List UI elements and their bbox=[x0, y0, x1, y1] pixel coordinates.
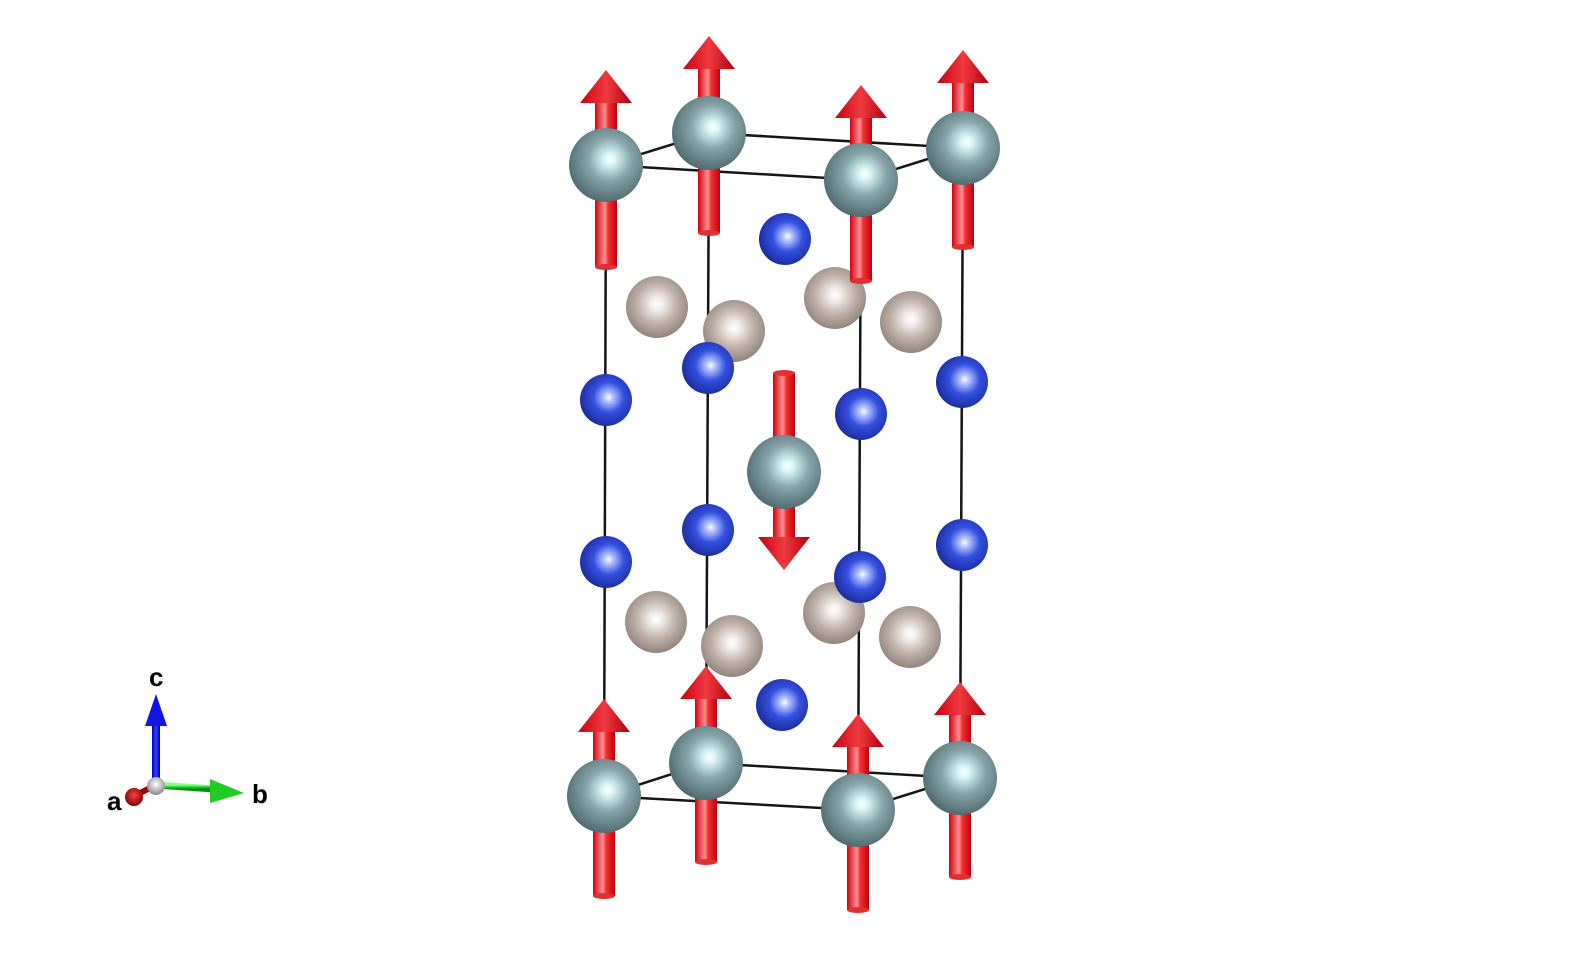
spin-arrowhead-icon bbox=[578, 699, 630, 732]
blue-atom bbox=[580, 536, 632, 588]
axis-label-a: a bbox=[107, 786, 122, 816]
spin-up-site bbox=[669, 666, 743, 865]
spin-up-site bbox=[672, 36, 746, 236]
spin-arrow-cap bbox=[850, 278, 872, 284]
spin-arrow-cap bbox=[952, 244, 974, 250]
blue-atom bbox=[580, 374, 632, 426]
blue-atom bbox=[834, 551, 886, 603]
magnetic-atom bbox=[824, 143, 898, 217]
cell-edge-top bbox=[605, 131, 964, 182]
b-axis-shaft bbox=[155, 781, 216, 793]
c-axis-arrowhead-icon bbox=[145, 694, 167, 726]
blue-atom bbox=[682, 504, 734, 556]
beige-atom bbox=[701, 615, 763, 677]
axis-label-b: b bbox=[252, 779, 268, 809]
spin-arrow-cap bbox=[695, 859, 717, 865]
beige-atom bbox=[626, 276, 688, 338]
axis-indicator: c b a bbox=[107, 662, 268, 816]
magnetic-atom bbox=[923, 741, 997, 815]
a-axis-ball-icon bbox=[125, 788, 143, 806]
spin-arrowhead-icon bbox=[758, 537, 810, 570]
spin-arrow-cap bbox=[698, 230, 720, 236]
magnetic-atom bbox=[821, 773, 895, 847]
magnetic-atom bbox=[567, 759, 641, 833]
beige-atom bbox=[879, 606, 941, 668]
spin-arrowhead-icon bbox=[832, 714, 884, 747]
spin-arrowhead-icon bbox=[683, 36, 735, 69]
magnetic-atom bbox=[672, 96, 746, 170]
blue-atom bbox=[936, 356, 988, 408]
spin-arrowhead-icon bbox=[934, 682, 986, 715]
spin-arrow-cap bbox=[773, 370, 795, 376]
axis-label-c: c bbox=[149, 662, 163, 692]
c-axis-shaft bbox=[152, 722, 160, 785]
blue-atom bbox=[759, 213, 811, 265]
spin-arrow-cap bbox=[595, 264, 617, 270]
magnetic-atom bbox=[669, 726, 743, 800]
magnetic-sites bbox=[567, 36, 1000, 913]
blue-atom bbox=[756, 679, 808, 731]
spin-up-site bbox=[926, 50, 1000, 250]
spin-arrow-cap bbox=[593, 893, 615, 899]
magnetic-atom bbox=[926, 111, 1000, 185]
spin-arrow-cap bbox=[949, 874, 971, 880]
spin-up-site bbox=[569, 70, 643, 270]
spin-up-site bbox=[821, 714, 895, 913]
spin-arrow-cap bbox=[847, 907, 869, 913]
blue-atom bbox=[835, 388, 887, 440]
beige-atom bbox=[880, 291, 942, 353]
magnetic-atom bbox=[569, 128, 643, 202]
blue-atom bbox=[936, 519, 988, 571]
cell-edge-bottom bbox=[603, 761, 961, 812]
spin-up-site bbox=[567, 699, 641, 899]
b-axis-arrowhead-icon bbox=[210, 779, 244, 803]
blue-atom bbox=[682, 342, 734, 394]
spin-up-site bbox=[824, 85, 898, 284]
spin-arrowhead-icon bbox=[937, 50, 989, 83]
beige-atom bbox=[804, 267, 866, 329]
spin-down-site bbox=[747, 370, 821, 570]
nonmagnetic-atoms bbox=[580, 213, 988, 731]
spin-arrowhead-icon bbox=[835, 85, 887, 118]
cell-edge-vertical bbox=[602, 164, 608, 797]
cell-edge-vertical bbox=[958, 147, 965, 779]
axis-origin-icon bbox=[147, 777, 165, 795]
magnetic-atom bbox=[747, 435, 821, 509]
spin-arrowhead-icon bbox=[580, 70, 632, 103]
spin-up-site bbox=[923, 682, 997, 880]
beige-atom bbox=[625, 591, 687, 653]
spin-arrowhead-icon bbox=[680, 666, 732, 699]
